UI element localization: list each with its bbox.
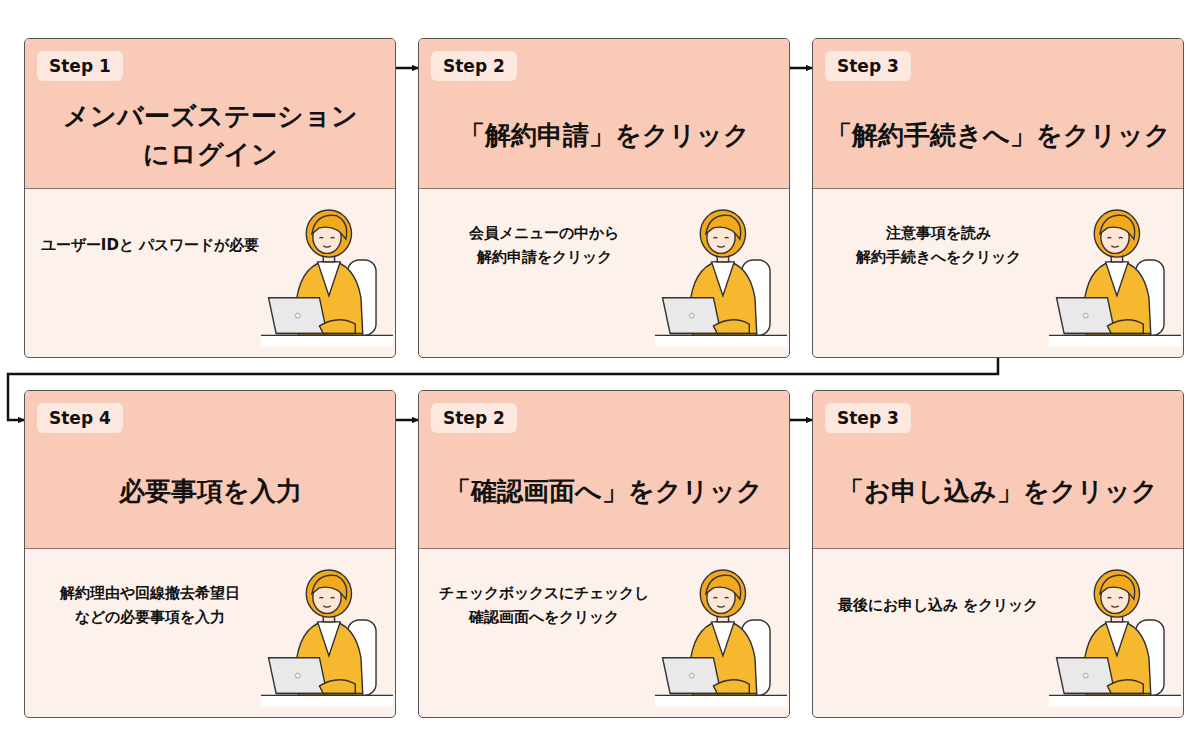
step-title: 「お申し込み」をクリック xyxy=(821,473,1175,511)
step-description: チェックボックスにチェックし 確認画面へをクリック xyxy=(431,581,657,629)
step-title-area: 「解約手続きへ」をクリック xyxy=(821,87,1175,185)
step-description: 会員メニューの中から 解約申請をクリック xyxy=(431,221,657,269)
step-label: Step 3 xyxy=(825,51,911,81)
step-title-area: メンバーズステーション にログイン xyxy=(33,87,387,185)
step-label: Step 2 xyxy=(431,403,517,433)
step-card: 必要事項を入力解約理由や回線撤去希望日 などの必要事項を入力 Step 4 xyxy=(24,390,396,718)
woman-laptop-illustration xyxy=(1049,197,1181,355)
step-description: ユーザーIDと パスワードが必要 xyxy=(37,233,263,257)
woman-laptop-illustration xyxy=(261,557,393,715)
flow-arrow xyxy=(790,419,812,422)
step-number: Step 4 xyxy=(49,408,111,428)
step-description-area: ユーザーIDと パスワードが必要 xyxy=(37,205,263,285)
woman-laptop-illustration xyxy=(261,197,393,355)
step-title-area: 必要事項を入力 xyxy=(33,439,387,545)
step-title: 必要事項を入力 xyxy=(33,473,387,511)
step-card: 「解約手続きへ」をクリック注意事項を読み 解約手続きへをクリック Step 3 xyxy=(812,38,1184,358)
step-card: 「解約申請」をクリック会員メニューの中から 解約申請をクリック Step 2 xyxy=(418,38,790,358)
step-number: Step 1 xyxy=(49,56,111,76)
step-label: Step 1 xyxy=(37,51,123,81)
step-title: メンバーズステーション にログイン xyxy=(33,98,387,173)
step-description-area: 解約理由や回線撤去希望日 などの必要事項を入力 xyxy=(37,565,263,645)
step-number: Step 3 xyxy=(837,56,899,76)
step-description-area: 会員メニューの中から 解約申請をクリック xyxy=(431,205,657,285)
step-label: Step 4 xyxy=(37,403,123,433)
step-label: Step 2 xyxy=(431,51,517,81)
woman-laptop-illustration xyxy=(655,197,787,355)
step-description: 解約理由や回線撤去希望日 などの必要事項を入力 xyxy=(37,581,263,629)
step-card: 「確認画面へ」をクリックチェックボックスにチェックし 確認画面へをクリック Ste… xyxy=(418,390,790,718)
flow-arrow xyxy=(790,67,812,70)
step-card: メンバーズステーション にログインユーザーIDと パスワードが必要 Step 1 xyxy=(24,38,396,358)
step-description: 注意事項を読み 解約手続きへをクリック xyxy=(825,221,1051,269)
step-title-area: 「お申し込み」をクリック xyxy=(821,439,1175,545)
step-number: Step 2 xyxy=(443,56,505,76)
step-title: 「確認画面へ」をクリック xyxy=(427,473,781,511)
woman-laptop-illustration xyxy=(1049,557,1181,715)
flow-arrow xyxy=(396,67,418,70)
step-label: Step 3 xyxy=(825,403,911,433)
step-description-area: チェックボックスにチェックし 確認画面へをクリック xyxy=(431,565,657,645)
step-title: 「解約手続きへ」をクリック xyxy=(821,117,1175,155)
woman-laptop-illustration xyxy=(655,557,787,715)
step-title-area: 「確認画面へ」をクリック xyxy=(427,439,781,545)
step-number: Step 3 xyxy=(837,408,899,428)
step-title-area: 「解約申請」をクリック xyxy=(427,87,781,185)
step-description: 最後にお申し込み をクリック xyxy=(825,593,1051,617)
step-number: Step 2 xyxy=(443,408,505,428)
step-description-area: 注意事項を読み 解約手続きへをクリック xyxy=(825,205,1051,285)
step-title: 「解約申請」をクリック xyxy=(427,117,781,155)
step-description-area: 最後にお申し込み をクリック xyxy=(825,565,1051,645)
step-card: 「お申し込み」をクリック最後にお申し込み をクリック Step 3 xyxy=(812,390,1184,718)
flow-arrow xyxy=(396,419,418,422)
